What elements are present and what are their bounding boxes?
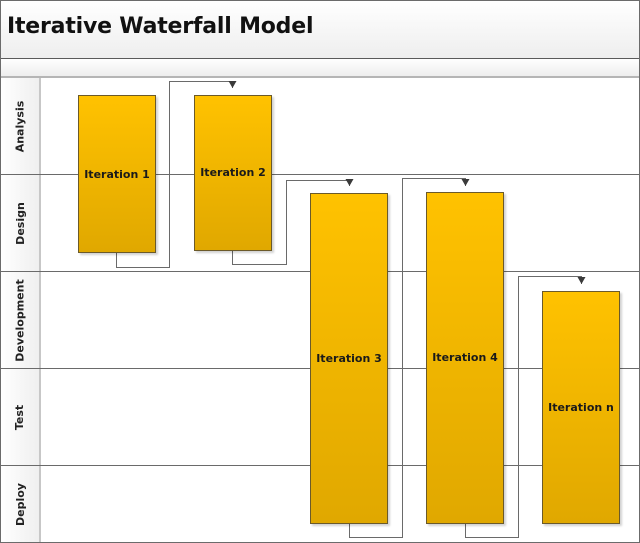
iteration-2-box[interactable]: Iteration 2	[194, 95, 272, 251]
diagram-title: Iterative Waterfall Model	[7, 14, 314, 39]
iteration-1-box[interactable]: Iteration 1	[78, 95, 156, 253]
iteration-label: Iteration n	[548, 401, 614, 414]
lane-label: Development	[13, 278, 27, 362]
iteration-3-box[interactable]: Iteration 3	[310, 193, 388, 524]
iteration-n-box[interactable]: Iteration n	[542, 291, 620, 524]
lane-design: Design	[1, 175, 39, 271]
iteration-label: Iteration 4	[432, 351, 498, 364]
lane-analysis: Analysis	[1, 78, 39, 174]
iteration-label: Iteration 2	[200, 166, 266, 179]
iteration-4-box[interactable]: Iteration 4	[426, 192, 504, 524]
title-band: Iterative Waterfall Model	[1, 1, 639, 59]
lane-label: Analysis	[13, 100, 27, 152]
lane-test: Test	[1, 369, 39, 465]
lane-label-column	[1, 78, 41, 542]
iteration-label: Iteration 3	[316, 352, 382, 365]
header-strip	[1, 59, 639, 78]
lane-label: Deploy	[13, 482, 27, 526]
lane-deploy: Deploy	[1, 466, 39, 542]
lane-development: Development	[1, 272, 39, 368]
lane-label: Test	[13, 404, 27, 430]
lane-label: Design	[13, 201, 27, 245]
lane-divider	[1, 174, 639, 175]
iteration-label: Iteration 1	[84, 167, 150, 181]
